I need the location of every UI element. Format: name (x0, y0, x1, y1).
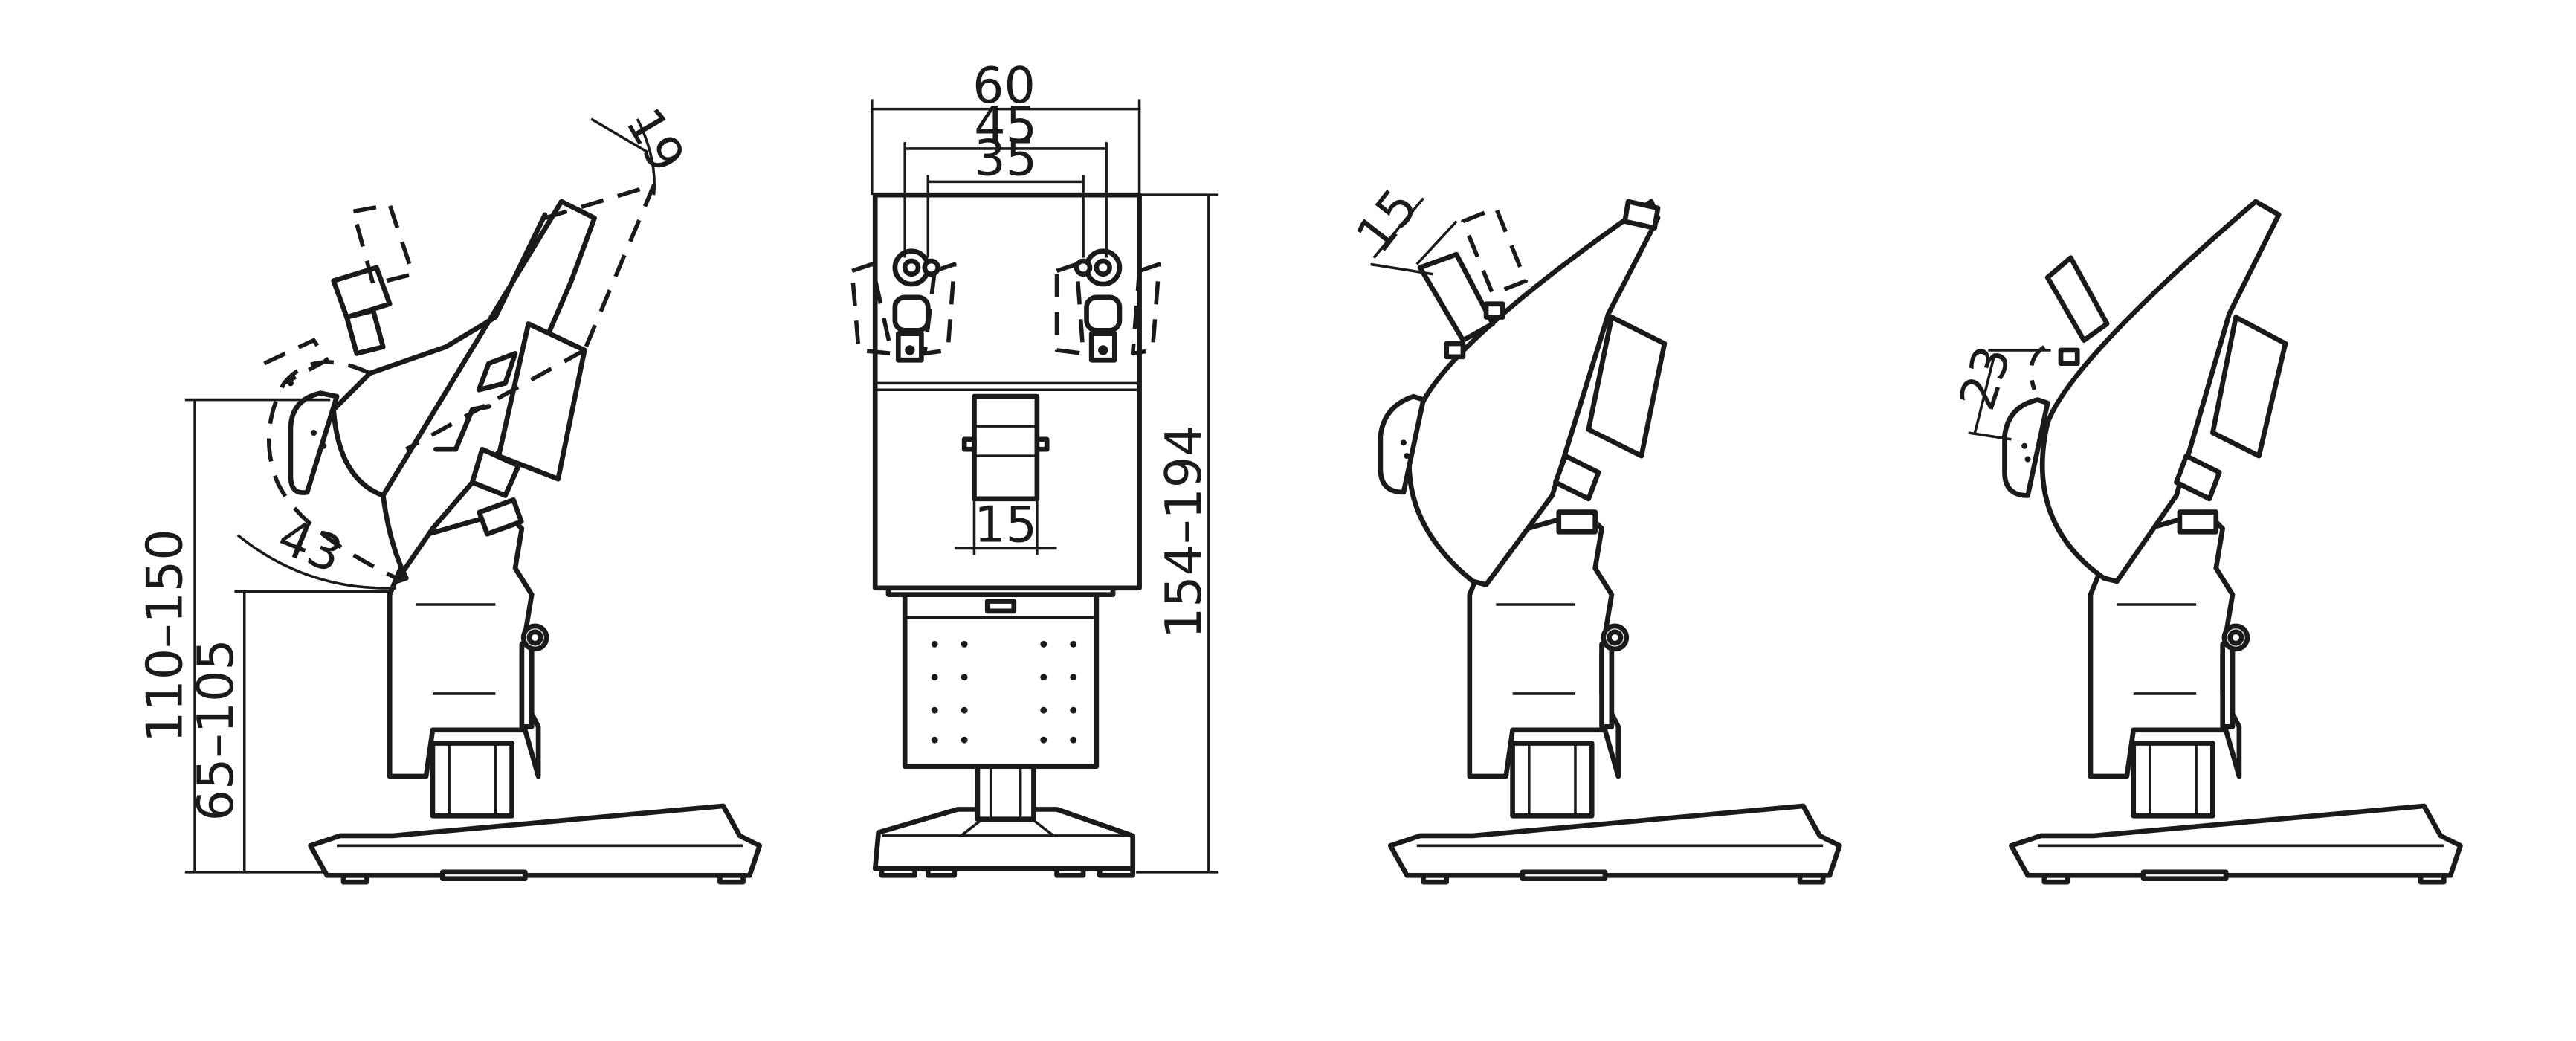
dimensions-view-4 (1968, 349, 2051, 441)
knob-3 (1604, 626, 1627, 649)
knob-4 (2224, 626, 2247, 649)
dim-height: 154–194 (1155, 425, 1213, 639)
column-4 (2131, 741, 2215, 819)
dim-width-35: 35 (974, 129, 1037, 187)
front-control-left (850, 248, 957, 363)
base-plate-3 (1390, 806, 1839, 882)
base-plate (311, 806, 760, 882)
housing (387, 497, 546, 779)
side-view-handle-up: 15 (1345, 178, 1840, 882)
dimensions-view-1 (184, 117, 656, 874)
front-housing (885, 582, 1116, 770)
dim-angle-bottom: 43 (270, 507, 350, 584)
front-view: 60 45 35 15 154–194 (850, 57, 1219, 878)
display-body-4 (2039, 199, 2288, 584)
dimensions-view-3 (1370, 197, 1458, 276)
handle-3 (1378, 206, 1529, 495)
dim-lower-height: 65–105 (187, 639, 245, 821)
dim-angle-top: 19 (615, 98, 697, 181)
knob (523, 626, 546, 649)
dim-handle-up: 15 (1345, 178, 1430, 263)
display-body-3 (1407, 199, 1668, 587)
housing-4 (2088, 509, 2247, 779)
front-base (872, 807, 1136, 878)
housing-holes (931, 640, 1077, 744)
dim-width-45: 45 (974, 96, 1037, 154)
side-view-tilted: 110–150 65–105 43 19 (135, 98, 759, 882)
column (430, 741, 514, 819)
dim-overall-height: 110–150 (135, 529, 193, 743)
handle-4 (2002, 255, 2110, 498)
dim-width-15: 15 (974, 496, 1037, 554)
handle (288, 265, 393, 495)
housing-3 (1467, 509, 1627, 779)
side-view-handle-down: 23 (1948, 199, 2461, 882)
front-control-right (1054, 248, 1162, 363)
base-plate-4 (2011, 806, 2460, 882)
dimensions-view-2 (870, 99, 1219, 874)
ghost-positions (263, 183, 656, 580)
column-3 (1510, 741, 1595, 819)
dim-width-60: 60 (972, 57, 1036, 115)
